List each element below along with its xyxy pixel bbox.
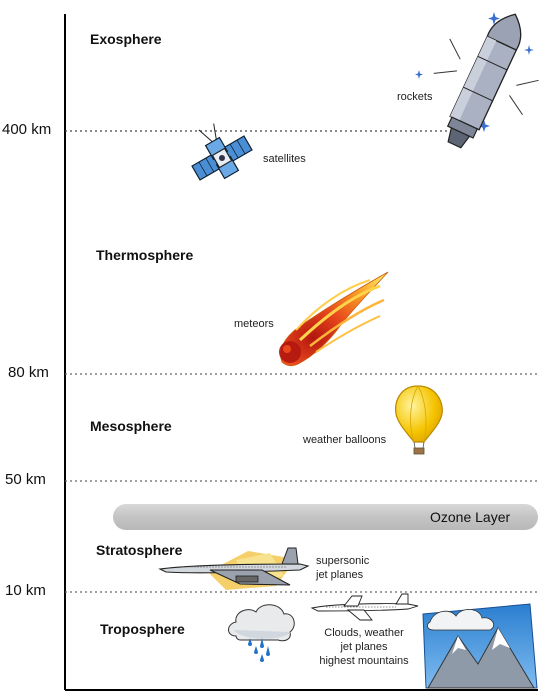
supersonic-label-line-1: supersonic xyxy=(316,555,370,567)
troposphere-label-line-3: highest mountains xyxy=(319,655,409,667)
meteors-label: meteors xyxy=(234,318,274,330)
rockets-label: rockets xyxy=(397,91,433,103)
layer-name-troposphere: Troposphere xyxy=(100,621,185,637)
altitude-label-80km: 80 km xyxy=(8,364,49,381)
star-icons xyxy=(415,12,534,132)
layer-name-mesosphere: Mesosphere xyxy=(90,418,172,434)
meteor-icon xyxy=(279,271,389,367)
ozone-band xyxy=(113,504,538,530)
layer-name-stratosphere: Stratosphere xyxy=(96,542,183,558)
altitude-label-50km: 50 km xyxy=(5,471,46,488)
supersonic-jet-icon xyxy=(158,547,310,590)
supersonic-label-line-2: jet planes xyxy=(316,569,364,581)
axes xyxy=(64,14,538,691)
ozone-layer-label: Ozone Layer xyxy=(430,509,511,525)
layer-name-thermosphere: Thermosphere xyxy=(96,247,194,263)
mountain-icon xyxy=(422,603,538,689)
satellite-icon xyxy=(191,123,253,181)
weather-balloons-label: weather balloons xyxy=(303,434,387,446)
altitude-label-400km: 400 km xyxy=(2,121,52,138)
weather-balloon-icon xyxy=(395,385,443,455)
troposphere-label-line-1: Clouds, weather xyxy=(324,627,404,639)
satellites-label: satellites xyxy=(263,153,306,165)
altitude-boundaries xyxy=(65,130,538,593)
troposphere-label-line-2: jet planes xyxy=(340,641,388,653)
layer-name-exosphere: Exosphere xyxy=(90,31,162,47)
rain-cloud-icon xyxy=(228,604,295,662)
altitude-label-10km: 10 km xyxy=(5,582,46,599)
jet-plane-icon xyxy=(310,593,419,621)
rocket-icon xyxy=(433,13,539,149)
